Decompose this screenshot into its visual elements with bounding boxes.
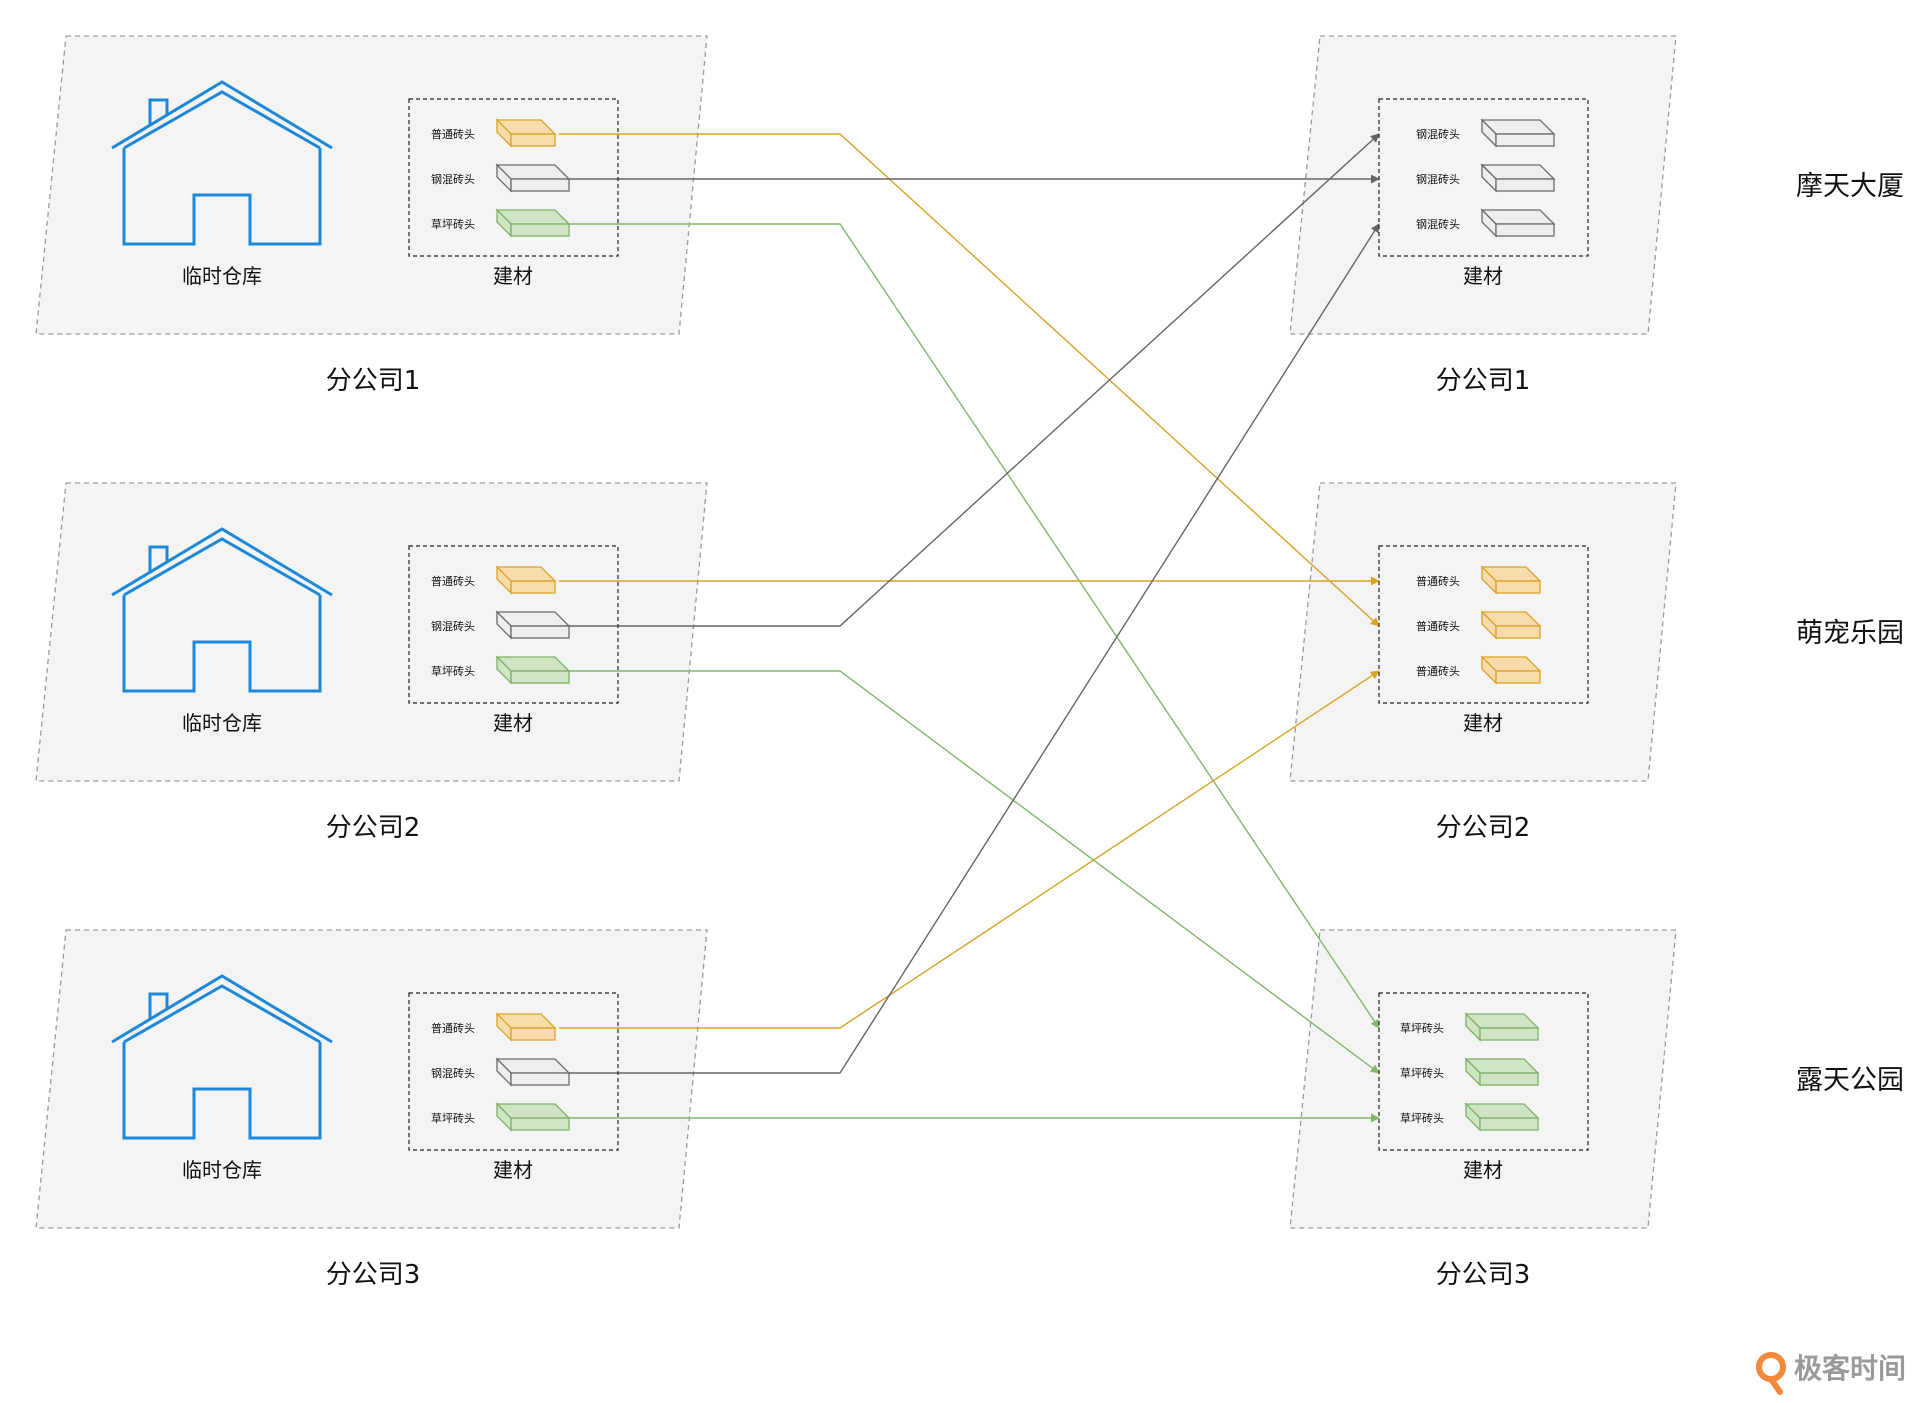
flow-arrow-orange <box>559 670 1380 1029</box>
flow-arrow-orange <box>559 133 1380 627</box>
brick-gray <box>1480 163 1556 193</box>
project-name: 露天公园 <box>1796 1065 1904 1096</box>
brick-gray <box>1480 208 1556 238</box>
material-label: 普通砖头 <box>431 1021 475 1035</box>
right-panel-2 <box>1289 482 1677 782</box>
geektime-logo-icon <box>1756 1352 1786 1395</box>
flow-arrow-green <box>559 670 1380 1074</box>
brick-green <box>1464 1012 1540 1042</box>
company-name: 分公司1 <box>326 366 421 396</box>
brick-orange <box>495 1012 557 1042</box>
materials-label: 建材 <box>493 264 533 288</box>
brick-green <box>495 208 571 238</box>
materials-label: 建材 <box>493 711 533 735</box>
material-label: 普通砖头 <box>1416 619 1460 633</box>
material-label: 草坪砖头 <box>431 217 475 231</box>
flow-arrow-gray <box>559 133 1380 627</box>
flow-arrow-green <box>559 223 1380 1029</box>
material-label: 钢混砖头 <box>431 619 475 633</box>
materials-box <box>1378 545 1589 704</box>
company-name: 分公司3 <box>1436 1260 1531 1290</box>
material-label: 普通砖头 <box>431 127 475 141</box>
materials-box <box>1378 98 1589 257</box>
brick-green <box>495 655 571 685</box>
materials-label: 建材 <box>1463 1158 1503 1182</box>
materials-box <box>408 545 619 704</box>
flow-arrow-gray <box>559 223 1380 1074</box>
brick-orange <box>495 565 557 595</box>
materials-box <box>408 98 619 257</box>
left-panel-3 <box>35 929 708 1229</box>
material-label: 钢混砖头 <box>1416 217 1460 231</box>
left-panel-1 <box>35 35 708 335</box>
materials-box <box>1378 992 1589 1151</box>
material-label: 普通砖头 <box>1416 574 1460 588</box>
project-name: 萌宠乐园 <box>1796 618 1904 649</box>
material-label: 普通砖头 <box>431 574 475 588</box>
materials-box <box>408 992 619 1151</box>
warehouse-label: 临时仓库 <box>182 711 262 735</box>
material-label: 钢混砖头 <box>431 172 475 186</box>
materials-label: 建材 <box>493 1158 533 1182</box>
flows-layer <box>559 133 1380 1123</box>
brick-orange <box>1480 655 1542 685</box>
warehouse-icon <box>111 80 333 246</box>
company-name: 分公司2 <box>1436 813 1531 843</box>
brick-orange <box>1480 610 1542 640</box>
material-label: 钢混砖头 <box>431 1066 475 1080</box>
company-name: 分公司3 <box>326 1260 421 1290</box>
brick-gray <box>495 1057 571 1087</box>
company-name: 分公司2 <box>326 813 421 843</box>
material-label: 钢混砖头 <box>1416 172 1460 186</box>
left-panel-2 <box>35 482 708 782</box>
warehouse-label: 临时仓库 <box>182 1158 262 1182</box>
material-label: 普通砖头 <box>1416 664 1460 678</box>
materials-label: 建材 <box>1463 711 1503 735</box>
logo-text: 极客时间 <box>1794 1352 1906 1385</box>
panels-layer <box>35 35 1677 1229</box>
brick-orange <box>495 118 557 148</box>
brick-gray <box>495 163 571 193</box>
brick-orange <box>1480 565 1542 595</box>
brick-green <box>1464 1102 1540 1132</box>
brick-green <box>495 1102 571 1132</box>
warehouse-icon <box>111 527 333 693</box>
company-name: 分公司1 <box>1436 366 1531 396</box>
right-panel-1 <box>1289 35 1677 335</box>
brick-gray <box>1480 118 1556 148</box>
material-label: 草坪砖头 <box>431 1111 475 1125</box>
warehouse-icon <box>111 974 333 1140</box>
material-label: 草坪砖头 <box>431 664 475 678</box>
material-label: 钢混砖头 <box>1416 127 1460 141</box>
material-label: 草坪砖头 <box>1400 1111 1444 1125</box>
material-label: 草坪砖头 <box>1400 1021 1444 1035</box>
material-label: 草坪砖头 <box>1400 1066 1444 1080</box>
brick-gray <box>495 610 571 640</box>
project-name: 摩天大厦 <box>1796 171 1904 202</box>
logo: 极客时间 <box>1756 1352 1906 1395</box>
warehouse-label: 临时仓库 <box>182 264 262 288</box>
brick-green <box>1464 1057 1540 1087</box>
materials-label: 建材 <box>1463 264 1503 288</box>
content-layer: 临时仓库普通砖头钢混砖头草坪砖头建材分公司1临时仓库普通砖头钢混砖头草坪砖头建材… <box>111 80 1904 1290</box>
